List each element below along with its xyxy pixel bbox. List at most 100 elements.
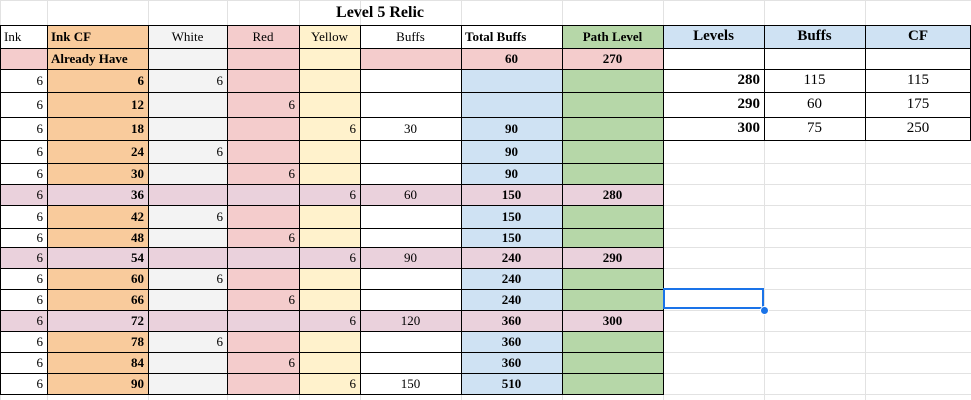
data-cell[interactable]: [148, 247, 227, 268]
data-cell[interactable]: [299, 331, 360, 352]
data-cell[interactable]: [299, 289, 360, 310]
data-cell[interactable]: [148, 352, 227, 373]
data-cell[interactable]: 6: [148, 140, 227, 163]
data-cell[interactable]: 360: [461, 331, 562, 352]
data-cell[interactable]: [148, 184, 227, 205]
data-cell[interactable]: [227, 268, 299, 289]
data-cell[interactable]: 6: [0, 184, 47, 205]
data-cell[interactable]: [360, 92, 461, 117]
column-header[interactable]: White: [148, 25, 227, 48]
data-cell[interactable]: 90: [461, 117, 562, 140]
data-cell[interactable]: 6: [227, 352, 299, 373]
column-header[interactable]: Buffs: [396, 29, 425, 44]
data-cell[interactable]: [227, 184, 299, 205]
data-cell[interactable]: 6: [148, 69, 227, 92]
column-header[interactable]: Path Level: [562, 25, 663, 48]
data-cell[interactable]: 240: [461, 289, 562, 310]
data-cell[interactable]: [562, 373, 663, 394]
side-data-cell[interactable]: 115: [907, 72, 929, 88]
data-cell[interactable]: 6: [36, 209, 44, 224]
data-cell[interactable]: 6: [299, 310, 360, 331]
data-cell[interactable]: 360: [461, 310, 562, 331]
side-data-cell[interactable]: 280: [737, 72, 761, 88]
side-data-cell[interactable]: 290: [737, 96, 761, 112]
data-cell[interactable]: 6: [36, 166, 44, 181]
data-cell[interactable]: 290: [562, 247, 663, 268]
data-cell[interactable]: 60: [360, 184, 461, 205]
data-cell[interactable]: [299, 69, 360, 92]
data-cell[interactable]: [562, 163, 663, 184]
data-cell[interactable]: [227, 205, 299, 228]
data-cell[interactable]: [461, 92, 562, 117]
data-cell[interactable]: [360, 228, 461, 247]
side-blank-cell[interactable]: [865, 48, 971, 69]
already-have-cell[interactable]: [148, 48, 227, 69]
data-cell[interactable]: [562, 69, 663, 92]
data-cell[interactable]: [360, 268, 461, 289]
data-cell[interactable]: 48: [47, 228, 148, 247]
data-cell[interactable]: [148, 117, 227, 140]
side-data-cell[interactable]: 300: [737, 120, 761, 136]
column-header[interactable]: Yellow: [299, 25, 360, 48]
data-cell[interactable]: 6: [36, 271, 44, 286]
data-cell[interactable]: 6: [148, 331, 227, 352]
data-cell[interactable]: 6: [299, 117, 360, 140]
data-cell[interactable]: [360, 289, 461, 310]
side-blank-cell[interactable]: [663, 48, 764, 69]
data-cell[interactable]: 18: [47, 117, 148, 140]
data-cell[interactable]: [562, 228, 663, 247]
data-cell[interactable]: [299, 205, 360, 228]
data-cell[interactable]: 6: [36, 355, 44, 370]
side-header[interactable]: Levels: [663, 25, 764, 48]
data-cell[interactable]: [360, 352, 461, 373]
data-cell[interactable]: 90: [47, 373, 148, 394]
data-cell[interactable]: [299, 352, 360, 373]
data-cell[interactable]: [227, 117, 299, 140]
data-cell[interactable]: [148, 373, 227, 394]
data-cell[interactable]: [461, 69, 562, 92]
side-header[interactable]: CF: [865, 25, 971, 48]
data-cell[interactable]: [227, 69, 299, 92]
column-header[interactable]: Red: [227, 25, 299, 48]
data-cell[interactable]: 300: [562, 310, 663, 331]
data-cell[interactable]: 42: [47, 205, 148, 228]
data-cell[interactable]: [227, 247, 299, 268]
data-cell[interactable]: 6: [227, 289, 299, 310]
data-cell[interactable]: [360, 163, 461, 184]
data-cell[interactable]: 280: [562, 184, 663, 205]
side-blank-cell[interactable]: [764, 48, 865, 69]
data-cell[interactable]: 120: [360, 310, 461, 331]
side-data-cell[interactable]: 250: [906, 120, 930, 136]
already-have-cell[interactable]: [0, 48, 47, 69]
data-cell[interactable]: 6: [227, 92, 299, 117]
data-cell[interactable]: [148, 163, 227, 184]
data-cell[interactable]: [148, 92, 227, 117]
data-cell[interactable]: 6: [299, 373, 360, 394]
data-cell[interactable]: [562, 92, 663, 117]
data-cell[interactable]: [562, 140, 663, 163]
data-cell[interactable]: 6: [36, 121, 44, 136]
already-have-cell[interactable]: [227, 48, 299, 69]
side-data-cell[interactable]: 175: [906, 96, 930, 112]
already-have-cell[interactable]: [299, 48, 360, 69]
data-cell[interactable]: 6: [227, 163, 299, 184]
data-cell[interactable]: [148, 289, 227, 310]
data-cell[interactable]: [227, 331, 299, 352]
data-cell[interactable]: 240: [461, 268, 562, 289]
data-cell[interactable]: 6: [36, 144, 44, 159]
data-cell[interactable]: [562, 205, 663, 228]
data-cell[interactable]: 30: [47, 163, 148, 184]
data-cell[interactable]: 510: [461, 373, 562, 394]
column-header[interactable]: Ink: [4, 29, 22, 44]
data-cell[interactable]: 6: [36, 230, 44, 245]
data-cell[interactable]: 6: [0, 310, 47, 331]
data-cell[interactable]: 90: [461, 163, 562, 184]
side-data-cell[interactable]: 75: [807, 120, 822, 136]
data-cell[interactable]: 6: [36, 73, 44, 88]
data-cell[interactable]: 84: [47, 352, 148, 373]
data-cell[interactable]: 6: [148, 268, 227, 289]
data-cell[interactable]: [562, 268, 663, 289]
data-cell[interactable]: [148, 310, 227, 331]
data-cell[interactable]: [299, 163, 360, 184]
